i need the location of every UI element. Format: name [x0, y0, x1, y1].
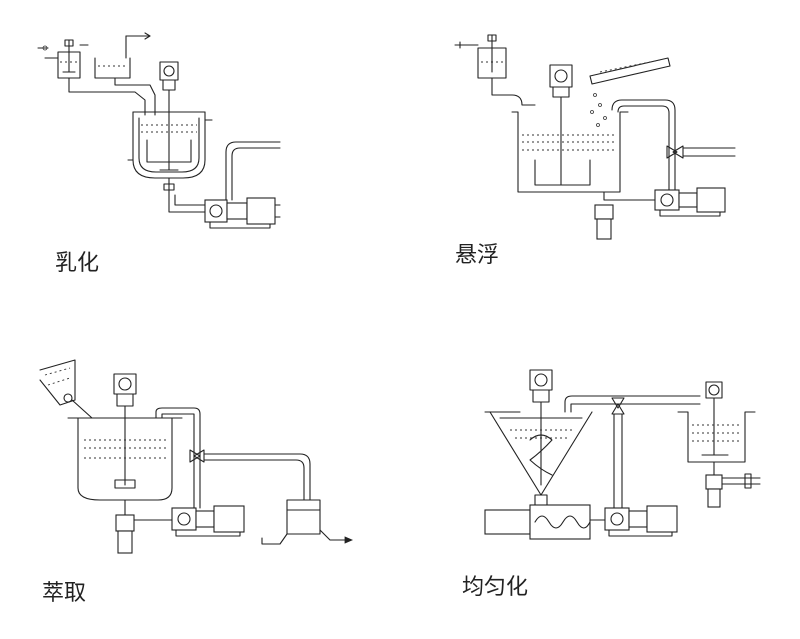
feed-vessel — [57, 39, 81, 79]
pump-motor — [604, 505, 678, 537]
conical-mixer — [489, 369, 593, 506]
label-homogenization: 均匀化 — [462, 575, 528, 600]
panel-extraction: 萃取 — [39, 359, 354, 606]
feed-chute — [39, 359, 93, 419]
screw-feeder — [484, 504, 591, 540]
panel-suspension: 悬浮 — [454, 34, 736, 268]
feed-vessel — [477, 34, 507, 79]
agitated-tank — [511, 64, 629, 193]
label-suspension: 悬浮 — [455, 243, 499, 268]
open-tank — [94, 32, 151, 79]
label-emulsification: 乳化 — [55, 251, 99, 276]
extraction-tank — [67, 373, 183, 516]
jacketed-reactor — [127, 61, 213, 193]
pump-motor — [171, 505, 245, 537]
panel-homogenization: 均匀化 — [462, 369, 761, 600]
receiving-tank — [677, 381, 756, 476]
bottom-motor — [594, 204, 614, 240]
conveyor — [589, 57, 671, 127]
bottom-motor — [705, 474, 723, 508]
label-extraction: 萃取 — [42, 581, 86, 606]
bottom-motor — [115, 514, 135, 554]
pump-motor — [204, 197, 281, 229]
pump-motor — [654, 187, 726, 217]
separator — [261, 499, 354, 545]
panel-emulsification: 乳化 — [37, 32, 281, 276]
